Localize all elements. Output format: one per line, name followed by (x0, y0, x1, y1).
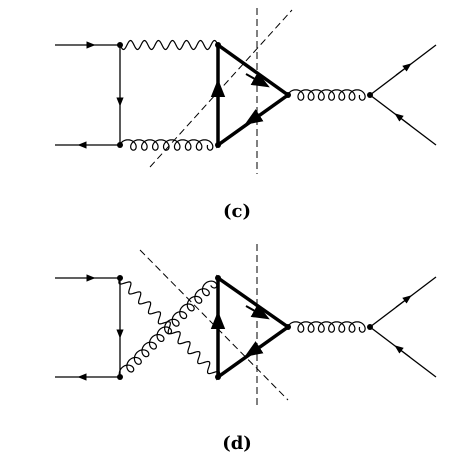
caption-c: (c) (223, 201, 251, 222)
vertex-dot (117, 374, 123, 380)
vertex-dot (367, 324, 373, 330)
photon-line (119, 39, 219, 51)
vertex-dot (285, 324, 291, 330)
loop-arrow (244, 109, 267, 125)
fermion-arrow (395, 63, 412, 76)
vertex-dot (285, 92, 291, 98)
gluon-line (119, 139, 214, 151)
photon-line (118, 277, 221, 377)
vertex-dot (215, 374, 221, 380)
cut-line-diagonal (139, 249, 289, 401)
gluon-line (118, 280, 218, 378)
diagram-d (55, 244, 437, 408)
fermion-arrow (395, 295, 412, 308)
cut-line-diagonal (149, 9, 293, 168)
gluon-line (287, 89, 366, 101)
vertex-dot (117, 275, 123, 281)
vertex-dot (367, 92, 373, 98)
vertex-dot (117, 142, 123, 148)
vertex-dot (215, 42, 221, 48)
fermion-arrow (394, 113, 411, 126)
loop-arrow (245, 72, 270, 88)
fermion-arrow (394, 345, 411, 358)
caption-d: (d) (222, 433, 252, 454)
vertex-dot (117, 42, 123, 48)
loop-arrow (244, 341, 267, 357)
vertex-dot (215, 142, 221, 148)
quark-loop (216, 274, 292, 381)
gluon-line (287, 321, 366, 333)
loop-arrow (245, 304, 270, 320)
vertex-dot (215, 275, 221, 281)
diagram-c (55, 8, 437, 174)
quark-loop (216, 41, 292, 149)
